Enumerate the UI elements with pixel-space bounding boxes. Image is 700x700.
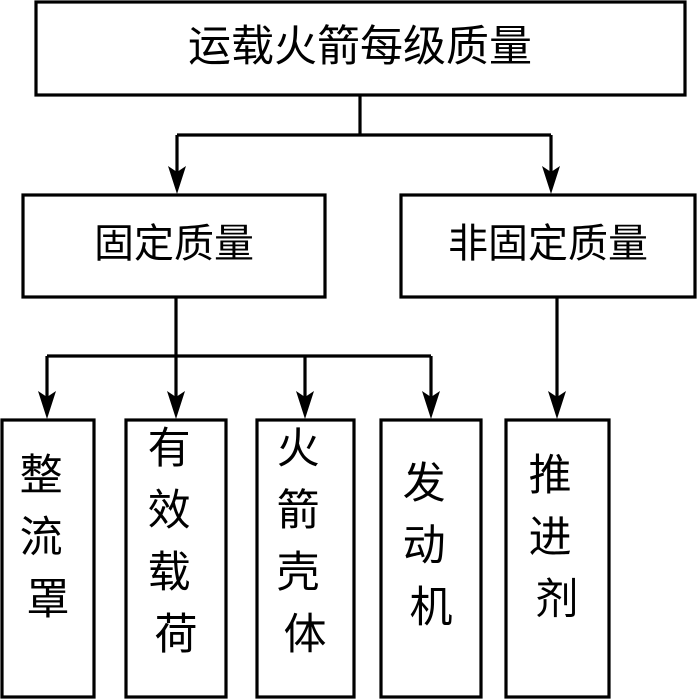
node-rocket-shell-char-2: 壳 <box>277 548 320 598</box>
node-fairing-char-0: 整 <box>20 451 63 501</box>
node-fairing-label: 整 流 罩 <box>20 451 77 625</box>
node-fairing-char-1: 流 <box>20 513 63 563</box>
node-nonfixed-mass[interactable]: 非固定质量 <box>399 193 697 299</box>
arrowhead-to-payload <box>167 391 185 419</box>
node-fixed-mass[interactable]: 固定质量 <box>21 193 327 299</box>
node-root[interactable]: 运载火箭每级质量 <box>34 0 687 97</box>
arrowhead-to-propellant <box>548 391 566 419</box>
arrowhead-to-rocket-shell <box>296 391 314 419</box>
node-propellant[interactable]: 推 进 剂 <box>504 418 611 699</box>
node-fixed-mass-label: 固定质量 <box>94 221 254 267</box>
node-propellant-label: 推 进 剂 <box>529 451 586 625</box>
node-root-box[interactable] <box>34 0 687 97</box>
node-payload-char-3: 荷 <box>155 610 198 660</box>
node-nonfixed-mass-label: 非固定质量 <box>448 221 648 267</box>
node-rocket-shell-char-3: 体 <box>284 610 327 660</box>
node-engine-char-1: 动 <box>403 521 446 571</box>
node-engine-label: 发 动 机 <box>403 459 460 633</box>
arrowhead-to-nonfixed-mass <box>542 166 560 194</box>
node-engine-char-2: 机 <box>410 583 453 633</box>
node-rocket-shell-char-1: 箭 <box>277 486 320 536</box>
node-engine-box[interactable] <box>379 418 483 699</box>
node-payload-label: 有 效 载 荷 <box>148 424 205 660</box>
node-engine[interactable]: 发 动 机 <box>379 418 483 699</box>
node-engine-char-0: 发 <box>403 459 446 509</box>
node-fairing[interactable]: 整 流 罩 <box>0 418 96 699</box>
node-rocket-shell-label: 火 箭 壳 体 <box>277 424 334 660</box>
node-fairing-box[interactable] <box>0 418 96 699</box>
node-payload-char-1: 效 <box>148 486 191 536</box>
node-propellant-char-2: 剂 <box>536 575 579 625</box>
node-payload-box[interactable] <box>124 418 228 699</box>
arrowhead-to-fixed-mass <box>168 166 186 194</box>
node-payload-char-0: 有 <box>148 424 191 474</box>
node-rocket-shell-box[interactable] <box>255 418 356 699</box>
node-propellant-char-1: 进 <box>529 513 572 563</box>
node-fairing-char-2: 罩 <box>27 575 70 625</box>
node-rocket-shell-char-0: 火 <box>277 424 320 474</box>
node-fixed-mass-box[interactable] <box>21 193 327 299</box>
node-propellant-box[interactable] <box>504 418 611 699</box>
arrowhead-to-engine <box>422 391 440 419</box>
node-root-label: 运载火箭每级质量 <box>188 22 532 72</box>
connector-group <box>38 95 566 419</box>
node-propellant-char-0: 推 <box>529 451 572 501</box>
node-nonfixed-mass-box[interactable] <box>399 193 697 299</box>
node-rocket-shell[interactable]: 火 箭 壳 体 <box>255 418 356 699</box>
node-payload[interactable]: 有 效 载 荷 <box>124 418 228 699</box>
node-payload-char-2: 载 <box>148 548 191 598</box>
arrowhead-to-fairing <box>38 391 56 419</box>
